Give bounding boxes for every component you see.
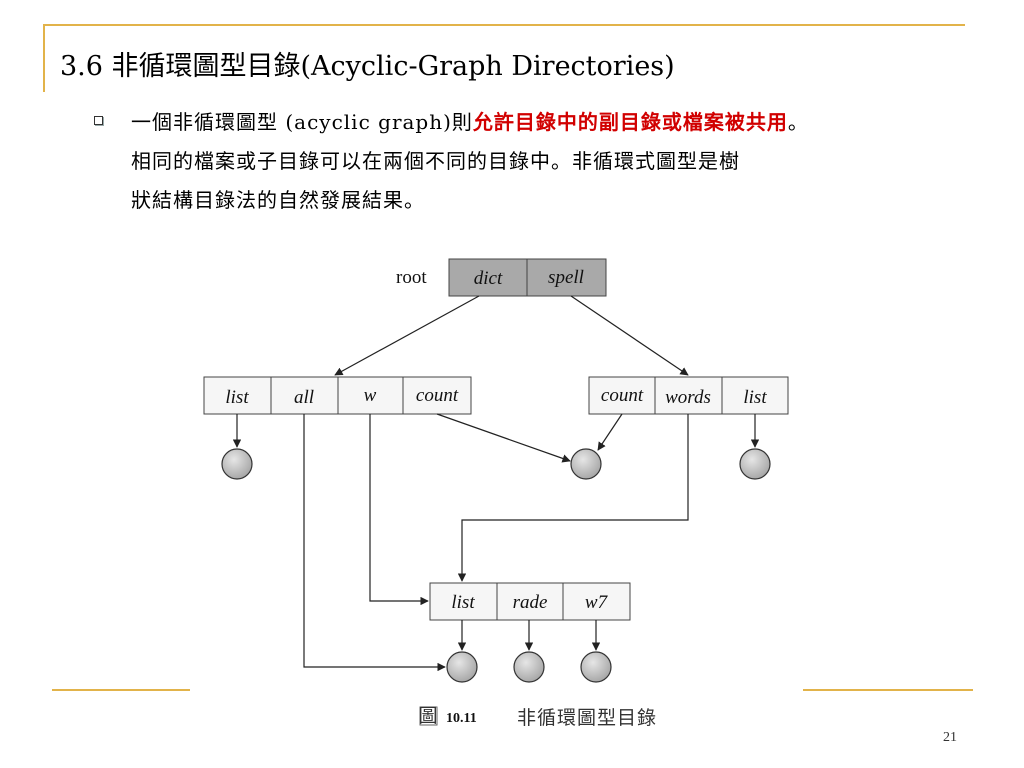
root-directory: dict spell xyxy=(448,258,607,297)
bullet-line-3: 狀結構目錄法的自然發展結果。 xyxy=(131,188,425,212)
edge-words-to-bottom-dir xyxy=(457,414,689,582)
left-entry-all: all xyxy=(294,387,314,408)
left-entry-count: count xyxy=(416,385,459,406)
right-entry-words: words xyxy=(665,387,711,408)
bullet-line-2: 相同的檔案或子目錄可以在兩個不同的目錄中。非循環式圖型是樹 xyxy=(131,149,740,173)
caption-text: 非循環圖型目錄 xyxy=(517,707,657,729)
bullet-line-1-suffix: 。 xyxy=(787,110,809,134)
left-directory: list all w count xyxy=(203,376,472,415)
right-entry-count: count xyxy=(601,385,644,406)
right-dir-box xyxy=(588,376,789,415)
bottom-left-accent-line xyxy=(52,689,190,691)
caption-icon: 圖 xyxy=(418,705,438,727)
bullet-highlight: 允許目錄中的副目錄或檔案被共用 xyxy=(472,110,788,134)
caption-number: 10.11 xyxy=(446,711,477,726)
bottom-entry-rade: rade xyxy=(513,592,548,613)
root-entry-spell: spell xyxy=(548,267,584,288)
bullet-square-icon xyxy=(94,116,103,125)
file-node-bottom-list xyxy=(446,651,478,683)
bottom-entry-w7: w7 xyxy=(585,592,609,613)
page-title: 3.6 非循環圖型目錄(Acyclic-Graph Directories) xyxy=(60,51,675,82)
edge-right-count-to-shared-file xyxy=(597,413,623,451)
bullet-line-1-prefix: 一個非循環圖型 (acyclic graph)則 xyxy=(131,110,473,134)
root-cell-spell xyxy=(526,258,607,297)
caption-icon-box xyxy=(419,706,438,726)
edge-left-count-to-shared-file xyxy=(436,413,571,463)
root-entry-dict: dict xyxy=(474,268,503,289)
edge-all-to-bottom-list-file xyxy=(303,414,446,672)
left-entry-w: w xyxy=(364,385,377,406)
left-entry-list: list xyxy=(225,387,249,408)
page-number: 21 xyxy=(943,730,957,745)
file-node-bottom-rade xyxy=(513,651,545,683)
top-accent-line xyxy=(45,24,965,26)
figure-caption: 圖 10.11 非循環圖型目錄 xyxy=(418,705,657,729)
file-node-right-list xyxy=(739,448,771,480)
right-entry-list: list xyxy=(743,387,767,408)
file-node-left-list xyxy=(221,448,253,480)
bottom-dir-box xyxy=(429,582,631,621)
edge-spell-to-right-dir xyxy=(570,295,689,376)
edge-w-to-bottom-dir xyxy=(369,414,429,606)
edge-dict-to-left-dir xyxy=(334,295,480,376)
right-directory: count words list xyxy=(588,376,789,415)
root-label: root xyxy=(396,267,427,288)
bottom-entry-list: list xyxy=(451,592,475,613)
left-accent-line xyxy=(43,24,45,92)
bullet-line-1: 一個非循環圖型 (acyclic graph)則允許目錄中的副目錄或檔案被共用。 xyxy=(131,106,809,135)
file-node-shared-count xyxy=(570,448,602,480)
bottom-right-accent-line xyxy=(803,689,973,691)
bottom-directory: list rade w7 xyxy=(429,582,631,621)
file-node-bottom-w7 xyxy=(580,651,612,683)
